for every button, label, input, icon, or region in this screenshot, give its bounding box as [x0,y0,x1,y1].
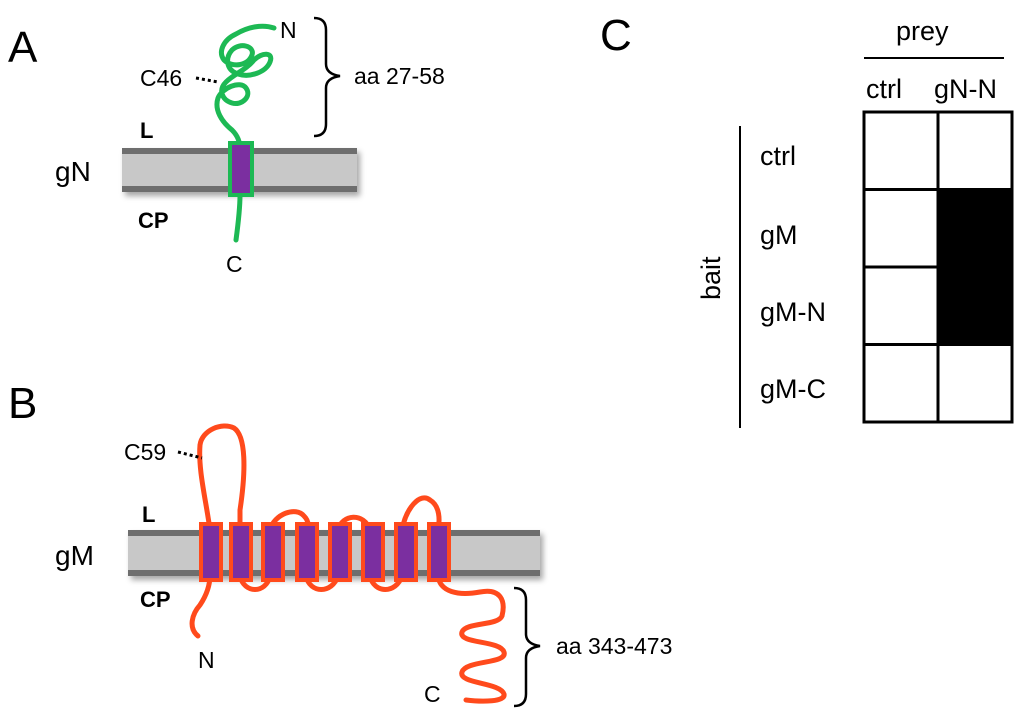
grid-cell-r2-c1 [936,265,1014,346]
gn-c-terminus: C [226,251,243,277]
gn-n-terminus: N [280,17,297,43]
bait-header: bait [696,256,726,300]
gm-region-label: aa 343-473 [556,633,672,659]
panel-c-letter: C [600,11,632,60]
gm-tm-segments [199,522,451,582]
panel-a-letter: A [8,23,38,72]
bait-row-2: gM-N [760,297,826,327]
c59-disulfide-link [177,450,203,460]
grid-cell-r2-c0 [862,265,940,346]
gn-lumen-label: L [140,118,153,143]
prey-col-1: gN-N [934,74,997,104]
gm-tm-segment-3 [261,522,285,582]
gm-n-terminus: N [198,647,215,673]
gn-cys-label: C46 [140,65,182,91]
grid-cell-r0-c1 [936,110,1014,191]
gm-tm-segment-7 [394,522,418,582]
gm-tm-segment-8 [427,522,451,582]
grid-cell-r0-c0 [862,110,940,191]
gm-protein-label: gM [55,540,94,571]
gm-region-bracket [513,586,541,708]
bait-row-1: gM [760,220,798,250]
gm-c-terminus: C [424,681,441,707]
panel-b: B C59 L gM CP N C aa 343-473 [8,379,672,708]
grid-cell-r3-c0 [862,343,940,424]
grid-cell-r3-c1 [936,343,1014,424]
panel-c: C prey ctrl gN-N bait ctrl gM gM-N gM-C [600,11,1014,428]
bait-row-3: gM-C [760,374,826,404]
prey-header: prey [896,16,949,46]
panel-b-letter: B [8,379,37,428]
gn-tm-segment [228,141,254,197]
gn-protein-label: gN [55,156,91,187]
gm-tm-segment-5 [328,522,352,582]
grid-cell-r1-c1 [936,188,1014,269]
gm-tm-segment-6 [361,522,385,582]
gm-cytoplasm-label: CP [140,587,171,612]
interaction-grid [862,110,1014,424]
gn-region-label: aa 27-58 [354,63,445,89]
grid-cell-r1-c0 [862,188,940,269]
c46-disulfide-link [195,76,219,84]
gn-cytoplasm-label: CP [138,208,169,233]
panel-a: A N C46 aa 27-58 L gN CP C [8,16,445,277]
bait-row-0: ctrl [760,141,796,171]
gn-region-bracket [313,16,341,138]
gm-tm-segment-2 [229,522,253,582]
gm-lumen-label: L [142,502,155,527]
prey-col-0: ctrl [866,74,902,104]
gm-tm-segment-4 [295,522,319,582]
gm-cys-label: C59 [124,439,166,465]
gn-chain [214,23,277,243]
gm-tm-segment-1 [199,522,223,582]
